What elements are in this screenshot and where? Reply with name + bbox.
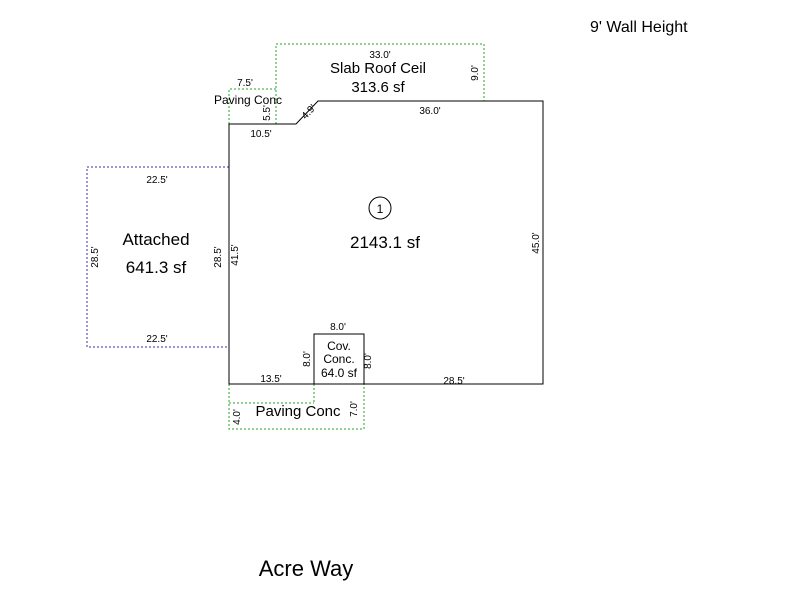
main-area-size: 2143.1 sf: [350, 233, 420, 252]
main-right-dim: 45.0': [531, 232, 542, 253]
main-top-left-dim: 10.5': [250, 129, 271, 140]
paving-bottom-right-dim: 7.0': [349, 401, 360, 417]
covered-concrete-outline: [313, 333, 365, 385]
main-diag-dim: 4.9': [300, 103, 319, 122]
garage-left-dim: 28.5': [90, 246, 101, 267]
paving-top-name: Paving Conc: [214, 93, 282, 107]
main-area-outline: [228, 100, 544, 385]
slab-roof-outline: [275, 43, 485, 124]
slab-roof-area: 313.6 sf: [351, 79, 405, 96]
area-number-circle: [368, 196, 392, 220]
main-bottom-right-dim: 28.5': [443, 376, 464, 387]
paving-top-height-dim: 5.5': [262, 105, 273, 121]
wall-height-label: 9' Wall Height: [590, 19, 688, 36]
garage-name: Attached: [122, 230, 189, 249]
street-name: Acre Way: [259, 556, 354, 581]
garage-top-dim: 22.5': [146, 175, 167, 186]
garage-area: 641.3 sf: [126, 258, 187, 277]
garage-bottom-dim: 22.5': [146, 334, 167, 345]
covered-left-dim: 8.0': [302, 351, 313, 367]
paving-bottom-outline: [228, 384, 365, 430]
main-top-right-dim: 36.0': [419, 106, 440, 117]
paving-bottom-name: Paving Conc: [255, 403, 341, 420]
main-left-dim: 41.5': [230, 244, 241, 265]
covered-top-dim: 8.0': [330, 322, 346, 333]
covered-area: 64.0 sf: [321, 366, 358, 380]
area-number: 1: [377, 202, 384, 216]
paving-bottom-left-dim: 4.0': [232, 409, 243, 425]
covered-line2: Conc.: [323, 352, 354, 366]
covered-line1: Cov.: [327, 339, 351, 353]
slab-roof-name: Slab Roof Ceil: [330, 60, 426, 77]
slab-roof-right-dim: 9.0': [470, 65, 481, 81]
garage-right-dim: 28.5': [213, 246, 224, 267]
slab-roof-top-dim: 33.0': [369, 50, 390, 61]
paving-top-width-dim: 7.5': [237, 78, 253, 89]
garage-outline: [86, 166, 229, 348]
main-bottom-left-dim: 13.5': [260, 374, 281, 385]
covered-right-dim: 8.0': [363, 353, 374, 369]
